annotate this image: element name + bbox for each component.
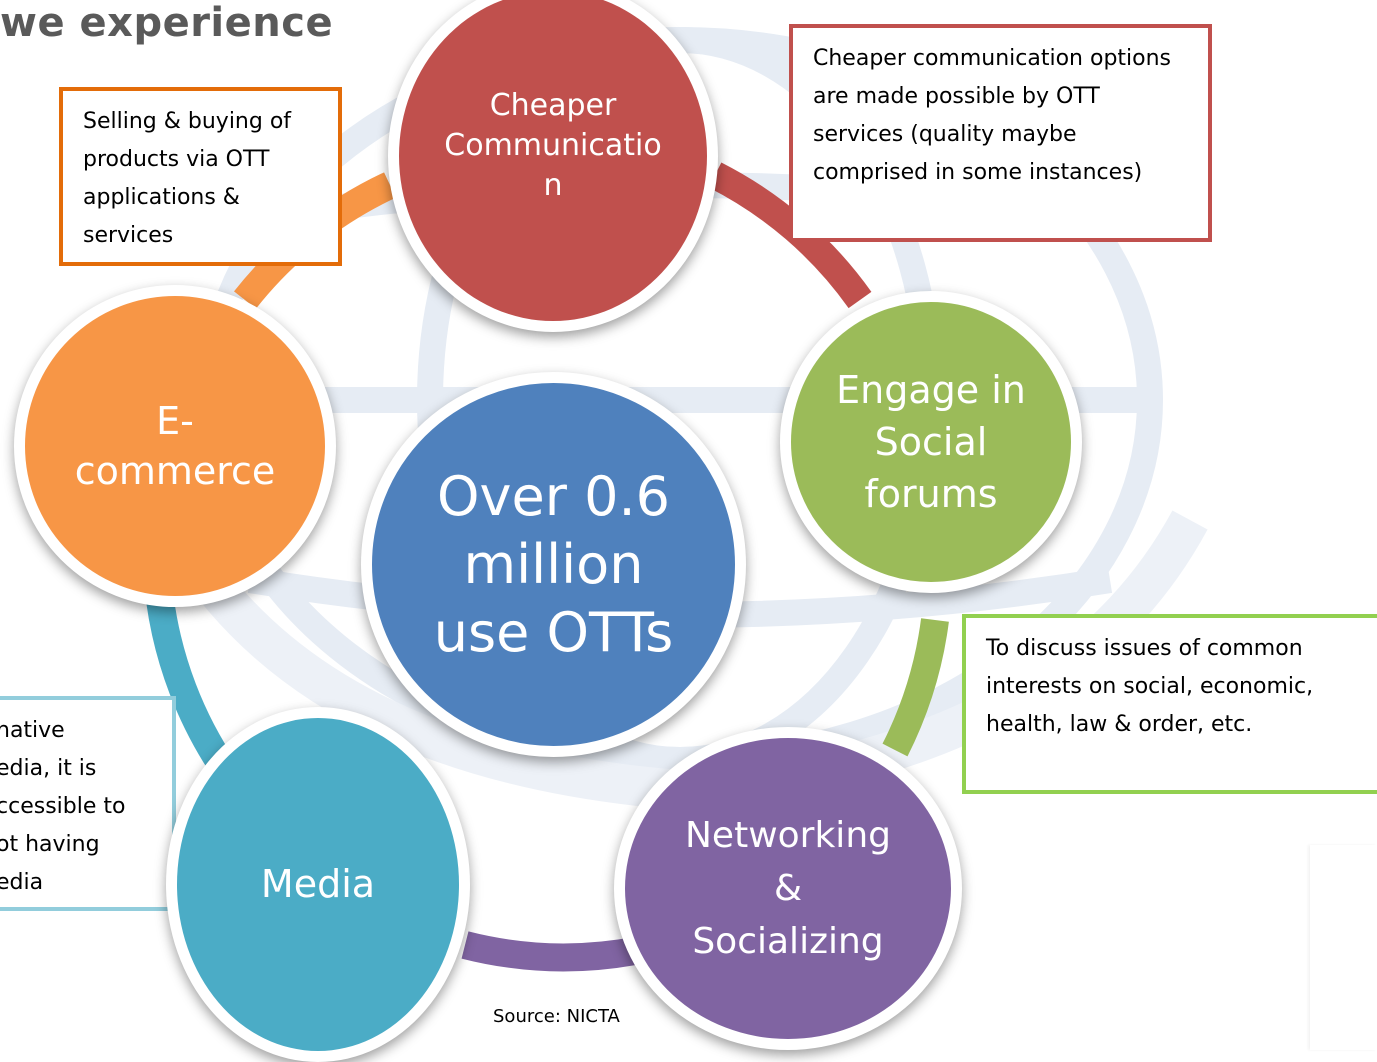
callout-media-line: native xyxy=(0,718,65,743)
callout-media-line: ccessible to xyxy=(0,794,126,819)
slide-title: we experience xyxy=(0,0,334,46)
node-media-label: Media xyxy=(260,861,376,906)
node-networking-label: Networking&Socializing xyxy=(685,815,891,962)
node-ecommerce-label: E-commerce xyxy=(74,399,276,493)
callout-social-text: To discuss issues of common interests on… xyxy=(986,636,1314,737)
node-networking: Networking&Socializing xyxy=(614,727,962,1050)
callout-media-line: edia, it is xyxy=(0,756,97,781)
callout-media-line: edia xyxy=(0,870,44,895)
callout-cheaper: Cheaper communication options are made p… xyxy=(789,24,1212,242)
arc-media-to-ecommerce xyxy=(146,598,237,778)
callout-ecommerce-text: Selling & buying of products via OTT app… xyxy=(83,109,292,248)
callout-media: native edia, it is ccessible to ot havin… xyxy=(0,696,176,911)
node-ecommerce: E-commerce xyxy=(14,285,336,607)
callout-social: To discuss issues of common interests on… xyxy=(962,614,1377,794)
callout-media-line: ot having xyxy=(0,832,100,857)
callout-cheaper-text: Cheaper communication options are made p… xyxy=(813,46,1172,185)
arc-networking-to-media xyxy=(461,931,643,972)
callout-media-text: native edia, it is ccessible to ot havin… xyxy=(0,712,172,902)
arc-social-to-networking xyxy=(882,618,949,757)
white-panel xyxy=(1310,845,1377,1050)
source-note: Source: NICTA xyxy=(493,1006,620,1027)
node-media: Media xyxy=(166,707,470,1062)
callout-ecommerce: Selling & buying of products via OTT app… xyxy=(59,87,342,266)
